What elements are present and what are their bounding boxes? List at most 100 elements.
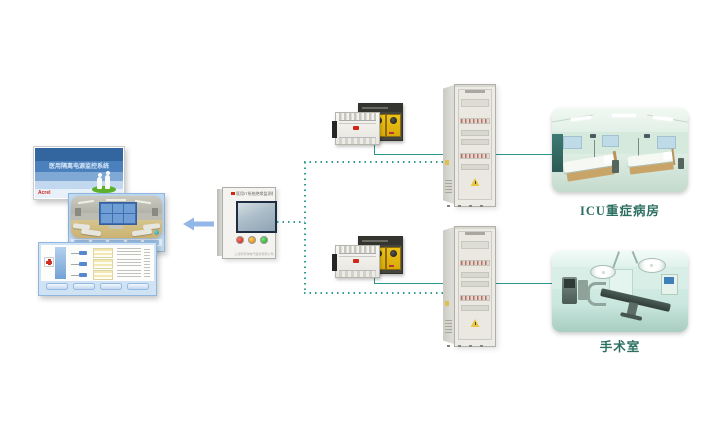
system-view-buttons — [41, 283, 154, 290]
surgical-light — [590, 265, 617, 279]
cabinet-front — [454, 84, 496, 207]
icu-window — [562, 136, 582, 149]
cabinet-nameplate — [465, 232, 485, 235]
table-text — [117, 259, 141, 267]
icu-window — [656, 136, 676, 149]
icu-cabinet — [552, 134, 563, 172]
wire — [71, 253, 79, 254]
ats-knob — [389, 250, 397, 257]
panel-button-green — [259, 236, 268, 244]
ats-yellow-panel — [386, 247, 401, 270]
cabinet-feet — [447, 345, 490, 347]
cabinet-side-label — [444, 300, 449, 306]
ats-top-band — [359, 104, 402, 112]
dashed-bus-bottom — [304, 292, 443, 294]
device-node — [79, 251, 87, 255]
slide-title: 医用隔离电源监控系统 — [48, 164, 109, 170]
wall-monitor — [643, 134, 650, 138]
breaker-row — [460, 260, 490, 266]
operating-room-photo — [552, 251, 688, 332]
or-equipment — [577, 280, 588, 301]
panel-buttons — [228, 236, 275, 244]
dashed-bus-top — [304, 161, 443, 163]
ceiling-light — [105, 199, 126, 201]
panel-screen — [236, 201, 277, 233]
ats-switch-group-bottom — [332, 236, 403, 278]
warning-triangle-icon — [470, 178, 480, 186]
icu-label: ICU重症病房 — [580, 204, 660, 218]
cabinet-side-label — [444, 159, 449, 165]
power-line-top-stub — [374, 139, 375, 154]
ward-view-photo — [71, 196, 162, 238]
icu-wall — [552, 132, 688, 154]
or-wall-panel — [661, 273, 679, 295]
wall-monitor — [590, 134, 597, 138]
surgical-light — [637, 258, 666, 273]
slide-bg-band — [35, 161, 123, 172]
distribution-cabinet-top — [443, 84, 496, 207]
slide-bg-band — [35, 181, 123, 189]
acrel-logo: Acrel — [38, 190, 51, 196]
monitor-slide: 医用隔离电源监控系统 Acrel — [33, 146, 125, 200]
medical-equipment — [677, 158, 684, 169]
watermark-icon — [154, 230, 159, 235]
cabinet-feet — [447, 205, 490, 207]
panel-face: 医用IT系统绝缘监测装置 上海安科瑞电气股份有限公司 — [222, 187, 277, 259]
medical-cross-icon — [44, 257, 54, 267]
panel-button-red — [235, 236, 244, 244]
ats-yellow-panel — [386, 114, 401, 137]
panel-side — [217, 189, 222, 256]
warning-triangle-icon — [470, 319, 480, 327]
ats-white-unit — [332, 245, 380, 278]
dashed-bus-panel — [277, 221, 305, 223]
flow-arrow-icon — [183, 217, 214, 231]
slide-podium-graphic — [92, 186, 116, 193]
device-table-rows — [93, 248, 113, 258]
ats-top-band — [359, 237, 402, 245]
panel-lcd — [238, 203, 275, 231]
cabinet-front — [454, 226, 496, 347]
slide-background: 医用隔离电源监控系统 Acrel — [35, 148, 123, 198]
cabinet-nameplate — [465, 90, 485, 93]
system-view-sidebar — [55, 247, 66, 279]
slide-bg-band — [35, 148, 123, 161]
device-table-rows — [93, 270, 113, 280]
monitor-system-view — [38, 242, 157, 296]
breaker-row — [460, 118, 490, 124]
device-table-rows — [93, 259, 113, 269]
icu-window — [602, 135, 620, 147]
table-text — [144, 249, 150, 279]
insulation-monitor-panel: 医用IT系统绝缘监测装置 上海安科瑞电气股份有限公司 — [217, 187, 277, 259]
dashed-bus-vertical — [304, 162, 306, 293]
breaker-row — [460, 153, 490, 159]
cabinet-side — [443, 85, 454, 204]
cabinet-vent — [445, 320, 452, 333]
iv-pole — [637, 138, 639, 158]
or-ceiling — [552, 251, 688, 267]
device-node — [79, 262, 87, 266]
medical-equipment — [611, 160, 619, 173]
table-text — [117, 248, 141, 256]
slide-figure — [105, 171, 110, 189]
panel-button-orange — [247, 236, 256, 244]
table-text — [117, 270, 141, 278]
ats-knob — [389, 117, 397, 124]
breaker-row — [460, 295, 490, 301]
or-equipment-cart — [561, 276, 577, 304]
wire — [71, 264, 79, 265]
ceiling-light — [611, 114, 636, 117]
equipment — [75, 208, 81, 216]
distribution-cabinet-bottom — [443, 226, 496, 347]
cabinet-vent — [445, 180, 452, 193]
operating-room-label: 手术室 — [599, 340, 641, 354]
system-view-table — [69, 245, 154, 281]
panel-footer-text: 上海安科瑞电气股份有限公司 — [234, 252, 274, 256]
slide-figure — [97, 173, 102, 189]
device-node — [79, 273, 87, 277]
acrel-logo-mark — [231, 192, 235, 195]
iv-pole — [594, 140, 596, 160]
equipment — [152, 208, 158, 216]
slide-bg-band — [35, 172, 123, 181]
c-arm-machine — [587, 281, 607, 306]
